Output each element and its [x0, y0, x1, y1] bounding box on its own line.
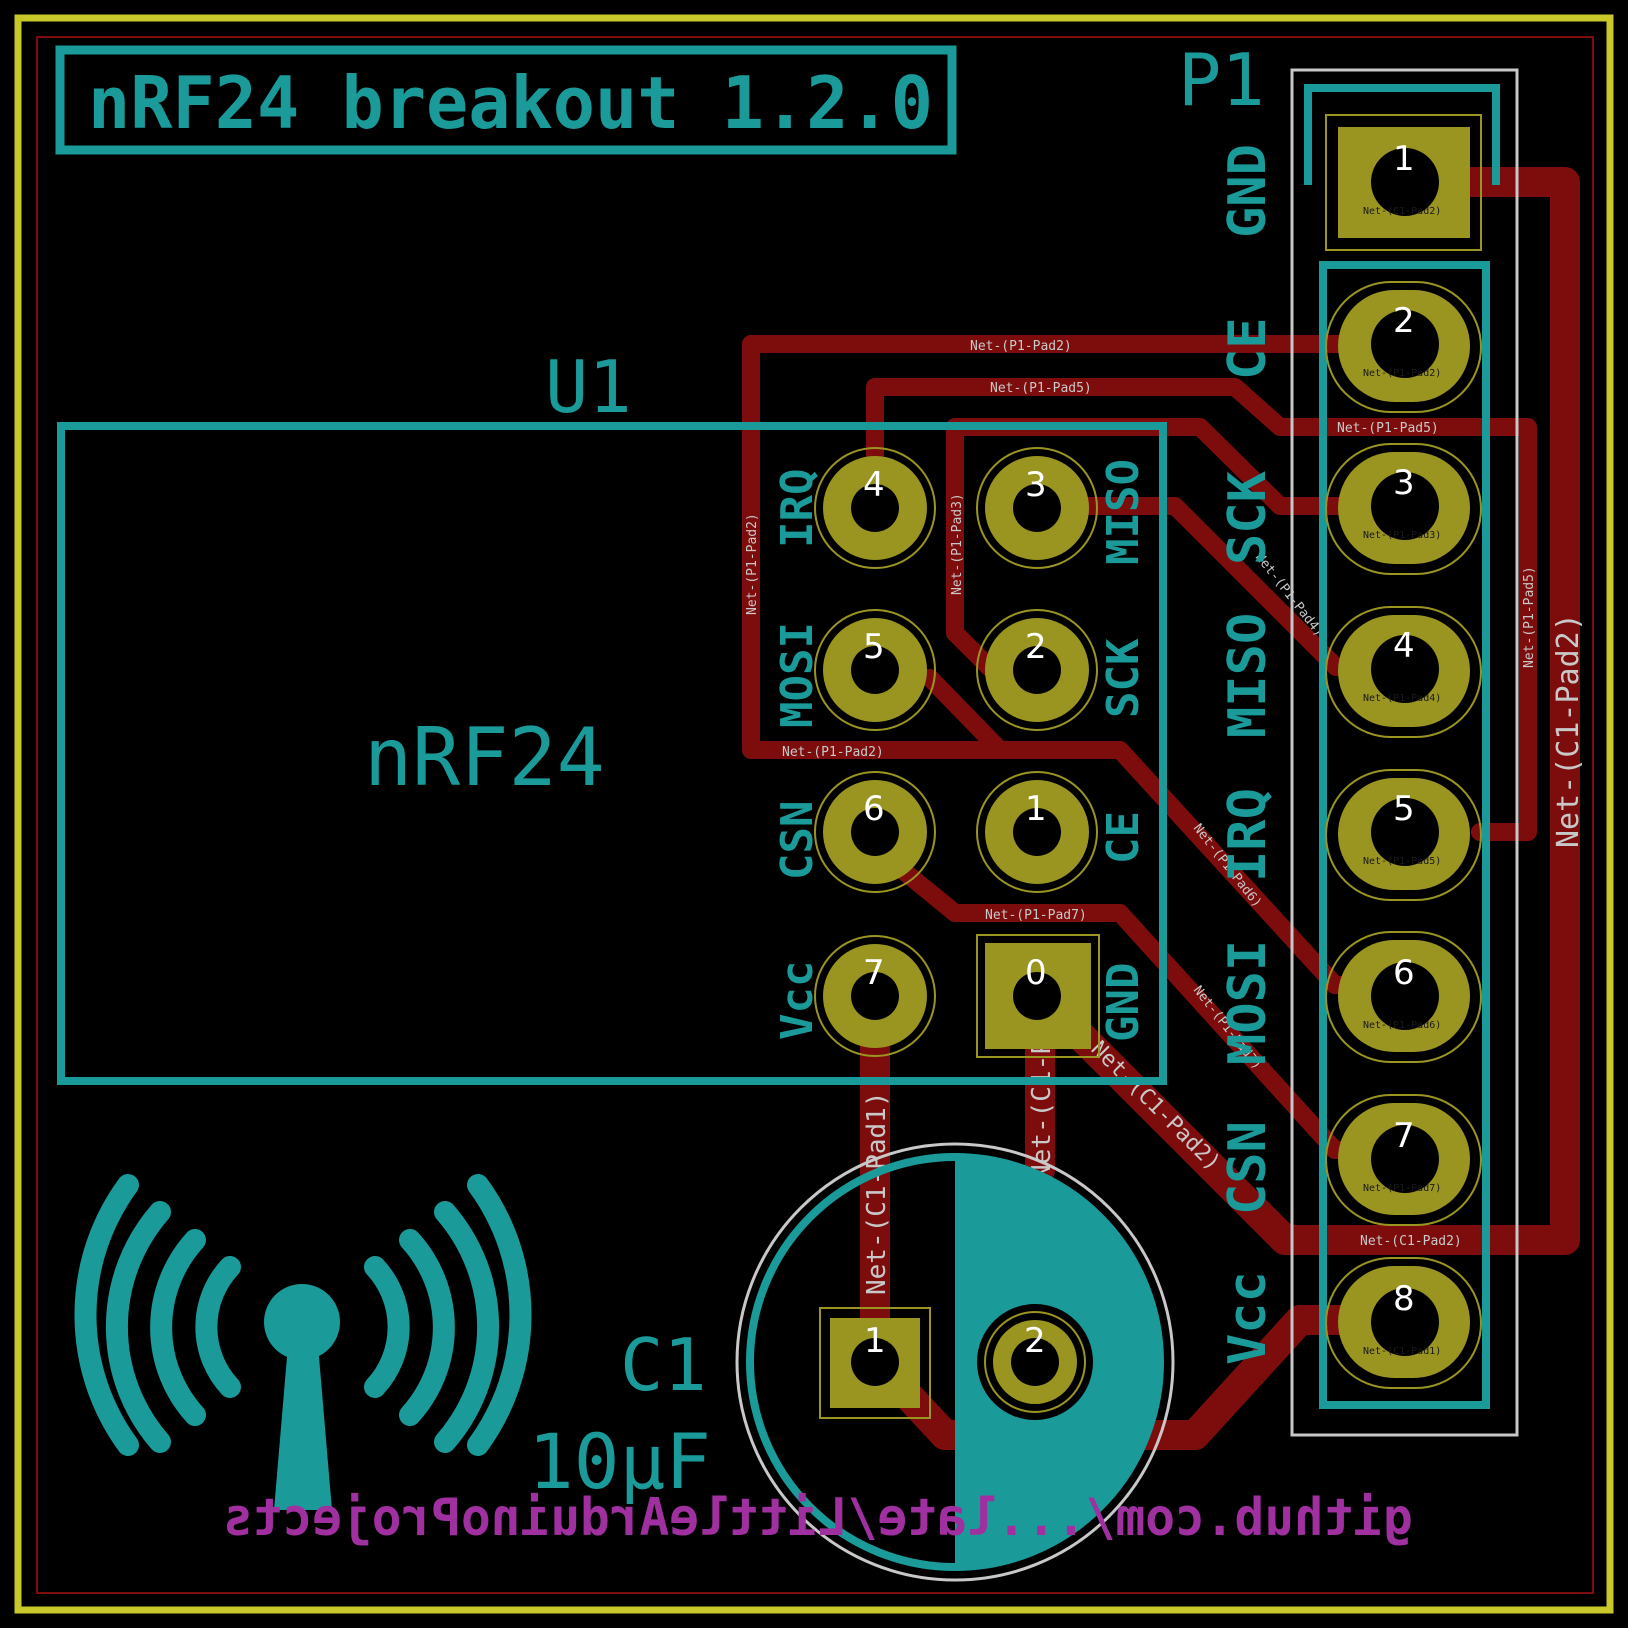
u1-label-miso: MISO	[1098, 459, 1149, 565]
u1-pad-num: 1	[1025, 789, 1047, 829]
p1-label-irq: IRQ	[1218, 788, 1278, 882]
p1-pad-7: 7 Net-(P1-Pad7)	[1325, 1094, 1482, 1226]
p1-pad-net: Net-(P1-Pad5)	[1363, 856, 1441, 867]
p1-pad-net: Net-(P1-Pad2)	[1363, 368, 1441, 379]
u1-pad-1: 1	[976, 771, 1098, 893]
c1-pad-num: 2	[1024, 1321, 1046, 1361]
net-label-c1pad2-bottom: Net-(C1-Pad2)	[1360, 1234, 1462, 1249]
u1-pad-4: 4	[814, 447, 936, 569]
title-box	[55, 45, 957, 155]
p1-label-ce: CE	[1218, 317, 1278, 380]
p1-pad-8: 8 Net-(C1-Pad1)	[1325, 1257, 1482, 1389]
net-label-p1pad2-vertical: Net-(P1-Pad2)	[745, 513, 760, 615]
u1-pad-5: 5	[814, 609, 936, 731]
p1-pad-num: 5	[1393, 789, 1415, 829]
p1-pad-num: 8	[1393, 1279, 1415, 1319]
p1-pad-num: 4	[1393, 626, 1415, 666]
p1-pad-num: 7	[1393, 1116, 1415, 1156]
p1-pad-num: 2	[1393, 301, 1415, 341]
u1-label-irq: IRQ	[772, 469, 823, 548]
p1-pad-1: 1 Net-(C1-Pad2)	[1325, 114, 1482, 251]
u1-pad-3: 3	[976, 447, 1098, 569]
p1-pad-net: Net-(P1-Pad6)	[1363, 1020, 1441, 1031]
u1-pads: 4 3 5 2 6 1	[814, 447, 1100, 1058]
u1-ref: U1	[545, 345, 632, 429]
p1-pad-num: 1	[1393, 139, 1415, 179]
net-label-p1pad5-top: Net-(P1-Pad5)	[990, 381, 1092, 396]
u1-pad-num: 2	[1025, 627, 1047, 667]
p1-pad-net: Net-(P1-Pad3)	[1363, 530, 1441, 541]
p1-pads: 1 Net-(C1-Pad2) 2 Net-(P1-Pad2) 3 Net-(P…	[1325, 114, 1482, 1389]
p1-label-csn: CSN	[1218, 1121, 1278, 1215]
p1-pad-net: Net-(C1-Pad1)	[1363, 1346, 1441, 1357]
board-title: nRF24 breakout 1.2.0	[88, 61, 933, 145]
net-label-p1pad3-vertical: Net-(P1-Pad3)	[950, 493, 965, 595]
c1-capacitor: 1 2	[735, 1142, 1175, 1582]
p1-pad-net: Net-(C1-Pad2)	[1363, 206, 1441, 217]
u1-pad-num: 0	[1025, 953, 1047, 993]
p1-courtyard	[1290, 68, 1519, 1437]
project-url: github.com/...late/LittleArduinoProjects	[223, 1488, 1413, 1548]
u1-pad-num: 7	[863, 953, 885, 993]
u1-outline	[57, 422, 1167, 1085]
board-edge-outline	[14, 14, 1614, 1614]
u1-pin-labels: IRQ MISO MOSI SCK CSN CE Vcc GND	[772, 459, 1149, 1042]
c1-value: 10µF	[528, 1417, 711, 1506]
p1-pad-net: Net-(P1-Pad4)	[1363, 693, 1441, 704]
p1-pad-6: 6 Net-(P1-Pad6)	[1325, 931, 1482, 1063]
u1-label-vcc: Vcc	[772, 961, 823, 1040]
p1-label-miso: MISO	[1218, 613, 1278, 738]
c1-pad-1: 1	[819, 1307, 931, 1419]
p1-pad-num: 6	[1393, 953, 1415, 993]
net-label-p1pad2-bottom: Net-(P1-Pad2)	[782, 745, 884, 760]
u1-label-mosi: MOSI	[772, 622, 823, 728]
p1-label-vcc: Vcc	[1218, 1271, 1278, 1365]
p1-label-mosi: MOSI	[1218, 940, 1278, 1065]
net-label-p1pad5-right: Net-(P1-Pad5)	[1337, 421, 1439, 436]
u1-pad-num: 3	[1025, 465, 1047, 505]
u1-value: nRF24	[364, 711, 605, 804]
net-label-c1pad1-vertical: Net-(C1-Pad1)	[862, 1092, 892, 1296]
p1-pin-labels: GND CE SCK MISO IRQ MOSI CSN Vcc	[1218, 144, 1278, 1365]
u1-label-sck: SCK	[1098, 638, 1149, 718]
board-inner-edge	[36, 36, 1594, 1594]
p1-pad-5: 5 Net-(P1-Pad5)	[1325, 769, 1482, 901]
p1-label-sck: SCK	[1218, 470, 1278, 565]
p1-pad-net: Net-(P1-Pad7)	[1363, 1183, 1441, 1194]
u1-label-ce: CE	[1098, 811, 1149, 864]
u1-label-csn: CSN	[772, 801, 823, 880]
u1-pad-6: 6	[814, 771, 936, 893]
p1-label-gnd: GND	[1218, 144, 1278, 238]
p1-pin1-marker	[1304, 84, 1500, 185]
u1-pad-0: 0	[976, 934, 1100, 1058]
net-label-p1pad5-vertical: Net-(P1-Pad5)	[1522, 566, 1537, 668]
p1-outline	[1319, 261, 1490, 1409]
net-label-p1pad7: Net-(P1-Pad7)	[985, 908, 1087, 923]
u1-pad-num: 6	[863, 789, 885, 829]
p1-pad-4: 4 Net-(P1-Pad4)	[1325, 606, 1482, 738]
u1-pad-num: 5	[863, 627, 885, 667]
c1-pad-2: 2	[977, 1304, 1093, 1420]
antenna-logo	[74, 1174, 532, 1510]
u1-pad-7: 7	[814, 935, 936, 1057]
net-label-c1pad2-vertical: Net-(C1-Pad2)	[1551, 613, 1586, 848]
net-label-p1pad2-top: Net-(P1-Pad2)	[970, 339, 1072, 354]
p1-pad-3: 3 Net-(P1-Pad3)	[1325, 443, 1482, 575]
p1-ref: P1	[1178, 38, 1265, 122]
c1-pad-num: 1	[864, 1321, 886, 1361]
u1-label-gnd: GND	[1098, 963, 1149, 1042]
p1-pad-num: 3	[1393, 463, 1415, 503]
u1-pad-2: 2	[976, 609, 1098, 731]
u1-pad-num: 4	[863, 465, 885, 505]
c1-ref: C1	[620, 1323, 707, 1407]
p1-pad-2: 2 Net-(P1-Pad2)	[1325, 281, 1482, 413]
